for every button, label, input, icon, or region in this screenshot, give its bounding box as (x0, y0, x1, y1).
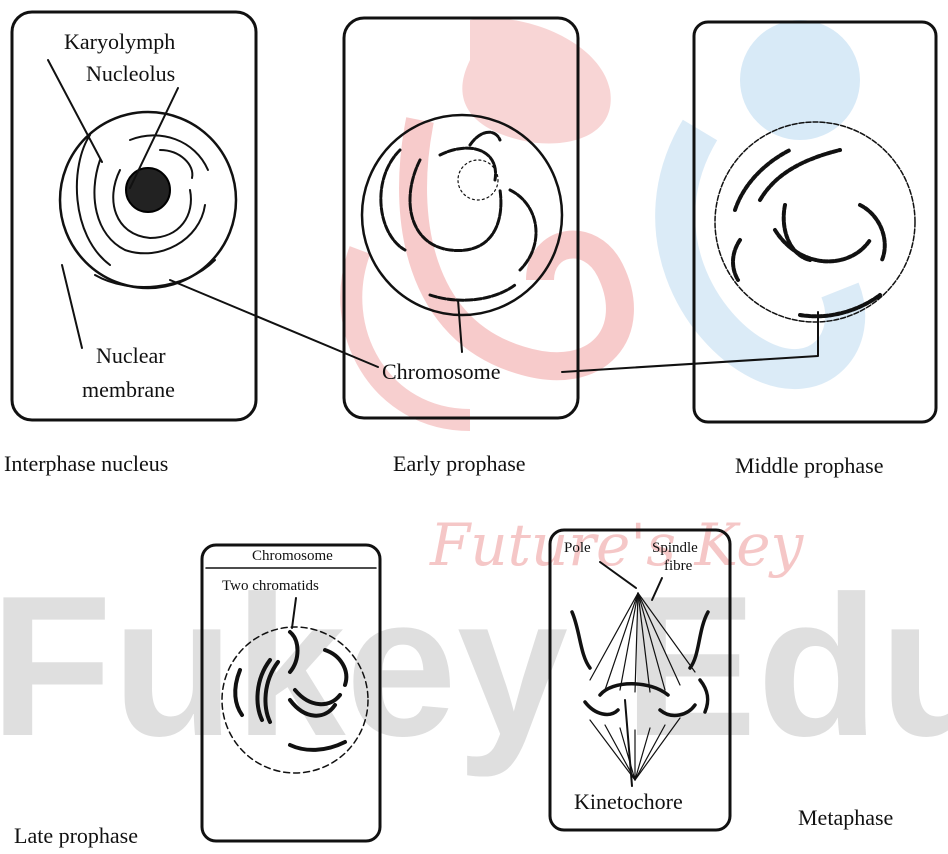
chromosome-pointer-left (170, 280, 378, 367)
early-prophase-panel (344, 18, 578, 418)
nuclear-membrane-pointer (62, 265, 82, 348)
metaphase-panel (550, 530, 730, 830)
label-spindle: Spindle (652, 540, 698, 557)
label-pole: Pole (564, 540, 591, 557)
label-nuclear: Nuclear (96, 344, 166, 368)
middle-prophase-panel (562, 22, 936, 422)
label-membrane: membrane (82, 378, 175, 402)
early-prophase-chromosomes (381, 132, 536, 300)
caption-metaphase: Metaphase (798, 806, 893, 830)
late-prophase-chromosomes (235, 632, 346, 750)
metaphase-frame (550, 530, 730, 830)
label-chromosome-late: Chromosome (252, 548, 333, 565)
chromatids-pointer (292, 598, 296, 628)
middle-prophase-chromosomes (733, 150, 885, 316)
label-two-chromatids: Two chromatids (222, 578, 319, 595)
label-chromosome-early: Chromosome (382, 360, 501, 384)
interphase-nucleolus (126, 168, 170, 212)
caption-interphase: Interphase nucleus (4, 452, 168, 476)
label-nucleolus: Nucleolus (86, 62, 175, 86)
middle-prophase-nuclear-membrane (715, 122, 915, 322)
metaphase-chromosomes (572, 612, 708, 715)
metaphase-spindle-fibres (590, 593, 695, 780)
chromosome-pointer-right (562, 312, 818, 372)
early-prophase-chromosome-pointer (458, 300, 462, 352)
caption-early-prophase: Early prophase (393, 452, 526, 476)
caption-middle-prophase: Middle prophase (735, 454, 883, 478)
spindle-fibre-pointer (652, 578, 662, 600)
label-karyolymph: Karyolymph (64, 30, 175, 54)
pole-pointer (600, 562, 636, 588)
label-kinetochore: Kinetochore (574, 790, 683, 814)
label-fibre: fibre (664, 558, 692, 575)
late-prophase-nuclear-membrane (222, 627, 368, 773)
early-prophase-frame (344, 18, 578, 418)
caption-late-prophase: Late prophase (14, 824, 138, 848)
interphase-panel (12, 12, 378, 420)
kinetochore-pointer (625, 700, 632, 786)
early-prophase-nucleolus (458, 160, 498, 200)
